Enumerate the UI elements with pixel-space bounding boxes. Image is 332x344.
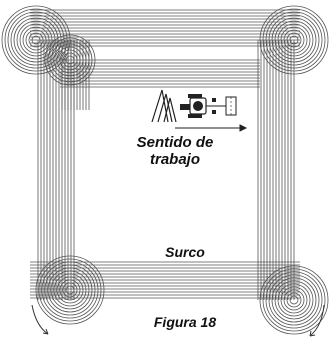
spiral-ring bbox=[56, 276, 84, 304]
turn-arrow bbox=[31, 304, 49, 335]
spiral-ring bbox=[50, 40, 90, 80]
spiral-ring bbox=[259, 5, 329, 75]
spiral-ring bbox=[44, 264, 96, 316]
spiral-ring bbox=[271, 277, 317, 323]
spiral-ring bbox=[31, 35, 41, 45]
spiral-ring bbox=[268, 274, 320, 326]
spiral-ring bbox=[65, 285, 75, 295]
corner-spirals bbox=[1, 5, 329, 335]
spiral-ring bbox=[289, 35, 299, 45]
spiral-ring bbox=[262, 268, 326, 332]
spiral-ring bbox=[44, 34, 96, 86]
spiral-ring bbox=[47, 37, 93, 83]
spiral-ring bbox=[59, 49, 81, 71]
spiral-ring bbox=[286, 292, 302, 308]
furrow-line-bands bbox=[30, 9, 300, 300]
spiral-ring bbox=[13, 17, 59, 63]
spiral-ring bbox=[286, 32, 302, 48]
direction-label-line2: trabajo bbox=[149, 151, 200, 168]
spiral-ring bbox=[47, 267, 93, 313]
spiral-ring bbox=[283, 29, 305, 51]
spiral-ring bbox=[41, 261, 99, 319]
spiral-ring bbox=[265, 11, 323, 69]
spiral-ring bbox=[289, 295, 299, 305]
spiral-ring bbox=[271, 17, 317, 63]
spiral-ring bbox=[280, 26, 308, 54]
spiral-ring bbox=[28, 32, 44, 48]
spiral-ring bbox=[265, 271, 323, 329]
figure-caption: Figura 18 bbox=[153, 314, 217, 330]
spiral-ring bbox=[4, 8, 68, 72]
spiral-ring bbox=[53, 43, 87, 77]
spiral-ring bbox=[65, 55, 75, 65]
spiral-ring bbox=[38, 258, 102, 322]
spiral-ring bbox=[59, 279, 81, 301]
spiral-ring bbox=[62, 52, 78, 68]
spiral-ring bbox=[56, 46, 84, 74]
harrow-icon bbox=[151, 89, 177, 123]
direction-label-line1: Sentido de bbox=[136, 134, 214, 151]
direction-arrow-icon bbox=[175, 124, 248, 132]
turn-arrow bbox=[309, 304, 325, 337]
spiral-ring bbox=[268, 14, 320, 66]
spiral-ring bbox=[283, 289, 305, 311]
spiral-ring bbox=[277, 23, 311, 57]
turn-arrow bbox=[42, 328, 49, 335]
spiral-ring bbox=[277, 283, 311, 317]
spiral-ring bbox=[259, 265, 329, 335]
spiral-ring bbox=[262, 8, 326, 72]
turn-arrow bbox=[309, 330, 316, 337]
spiral-ring bbox=[7, 11, 65, 69]
spiral-ring bbox=[25, 29, 47, 51]
spiral-ring bbox=[274, 280, 314, 320]
direction-label: Sentido de trabajo bbox=[130, 134, 220, 168]
turn-arrows bbox=[31, 304, 325, 337]
spiral-ring bbox=[274, 20, 314, 60]
spiral-ring bbox=[35, 255, 105, 325]
spiral-ring bbox=[22, 26, 50, 54]
tractor-icon bbox=[151, 89, 237, 123]
furrow-label: Surco bbox=[165, 244, 205, 260]
spiral-ring bbox=[280, 286, 308, 314]
spiral-ring bbox=[50, 270, 90, 310]
spiral-ring bbox=[62, 282, 78, 298]
spiral-ring bbox=[19, 23, 53, 57]
spiral-ring bbox=[53, 273, 87, 307]
spiral-ring bbox=[1, 5, 71, 75]
